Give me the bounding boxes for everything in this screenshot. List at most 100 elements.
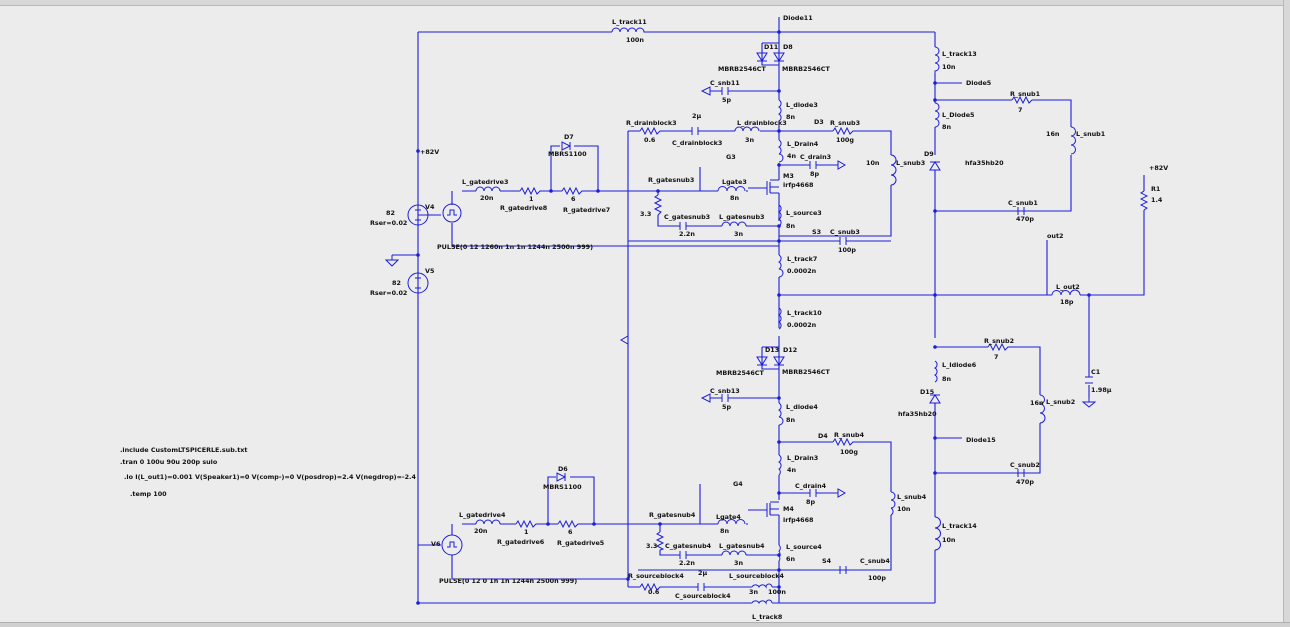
capacitor-C1[interactable] — [1085, 376, 1093, 384]
label: MBRB2546CT — [782, 368, 830, 376]
inductor-L_track13[interactable] — [934, 46, 940, 73]
label: hfa35hb20 — [965, 159, 1004, 167]
inductor-L_gatedrive4[interactable] — [475, 519, 501, 525]
inductor-L_out2[interactable] — [1051, 289, 1081, 296]
ground-icon — [384, 255, 400, 267]
inductor-L_track8[interactable] — [751, 599, 773, 605]
diode-D7[interactable] — [561, 141, 572, 151]
label: MBRB2546CT — [782, 65, 830, 73]
resistor-R_gatedrive5[interactable] — [557, 519, 582, 529]
label: MBRB2546CT — [716, 369, 764, 377]
mosfet-M4[interactable] — [766, 501, 779, 517]
label: 8n — [786, 222, 795, 230]
label: R_drainblock3 — [626, 119, 677, 127]
capacitor-C_drain4[interactable] — [809, 489, 817, 497]
diode-D11[interactable] — [756, 52, 768, 62]
label: 8n — [942, 375, 951, 383]
inductor-L_Idiode6[interactable] — [933, 360, 938, 383]
source-V4[interactable] — [407, 204, 429, 226]
diode-D15[interactable] — [929, 394, 941, 404]
label: 20n — [474, 527, 488, 535]
label: C_drain3 — [800, 153, 831, 161]
capacitor-C_snub2[interactable] — [1017, 469, 1025, 477]
inductor-L_Drain3[interactable] — [777, 454, 782, 476]
wires — [392, 17, 1145, 604]
capacitor-C_snub4[interactable] — [839, 566, 847, 574]
inductor-L_gatedrive3[interactable] — [475, 186, 501, 192]
inductor-L_Drain4[interactable] — [777, 139, 784, 163]
resistor-R_drainblock3[interactable] — [639, 126, 662, 136]
label: 6n — [786, 555, 795, 563]
diode-D6[interactable] — [556, 472, 567, 482]
inductor-L_sourceblock4[interactable] — [751, 583, 773, 589]
inductor-L_gatesnub3[interactable] — [721, 221, 747, 227]
label: V6 — [431, 540, 441, 548]
inductor-Lgate3[interactable] — [717, 186, 746, 192]
inductor-L_gatesnub4[interactable] — [721, 550, 747, 556]
resistor-R_gatesnub3[interactable] — [653, 194, 663, 216]
diode-D12[interactable] — [773, 356, 785, 366]
inductor-L_diode3[interactable] — [777, 99, 782, 123]
schematic-canvas[interactable]: L_track11 100n Diode11 D11 D8 MBRB2546CT… — [0, 5, 1284, 627]
resistor-R_sourceblock4[interactable] — [639, 582, 662, 592]
inductor-L_Diode5[interactable] — [934, 102, 940, 128]
label: D8 — [783, 43, 793, 51]
label: G3 — [726, 153, 736, 161]
mosfet-M3[interactable] — [766, 179, 779, 195]
spice-directives[interactable]: .include CustomLTSPICERLE.sub.txt .tran … — [120, 446, 416, 498]
resistor-R_snub3[interactable] — [832, 126, 855, 136]
inductor-L_track14[interactable] — [934, 516, 941, 551]
resistor-R1[interactable] — [1139, 190, 1149, 211]
inductor-L_track11[interactable] — [611, 27, 650, 33]
inductor-L_source4[interactable] — [778, 544, 781, 562]
source-V6[interactable] — [441, 534, 463, 556]
label: 20n — [480, 194, 494, 202]
resistor-R_gatedrive6[interactable] — [515, 519, 540, 529]
resistor-R_gatedrive8[interactable] — [519, 186, 544, 196]
source-V4-pulse[interactable] — [442, 203, 462, 223]
inductor-L_snub2[interactable] — [1039, 394, 1046, 424]
inductor-L_source3[interactable] — [777, 204, 782, 227]
label: MBRS1100 — [543, 483, 582, 491]
inductor-L_track10[interactable] — [777, 307, 782, 330]
resistor-R_gatedrive7[interactable] — [561, 186, 586, 196]
capacitor-C_drainblock3[interactable] — [691, 127, 699, 135]
capacitor-C_sourceblock4[interactable] — [697, 583, 705, 591]
label: 3n — [745, 136, 754, 144]
capacitor-C_gatesnub3[interactable] — [679, 222, 687, 230]
label: L_sourceblock4 — [729, 572, 784, 580]
inductor-L_drainblock3[interactable] — [734, 126, 760, 132]
capacitor-C_snub1[interactable] — [1017, 207, 1025, 215]
capacitor-C_drain3[interactable] — [809, 161, 817, 169]
inductor-Lgate4[interactable] — [717, 519, 746, 525]
label: 4n — [787, 466, 796, 474]
inductor-L_snub3[interactable] — [890, 154, 897, 186]
inductor-L_track7[interactable] — [777, 254, 784, 278]
label: irfp4668 — [783, 181, 814, 189]
label: 18p — [1060, 298, 1074, 306]
diode-D8[interactable] — [773, 52, 785, 62]
ground-icon — [619, 335, 629, 345]
inductor-L_diode4[interactable] — [777, 402, 784, 426]
diode-D9[interactable] — [929, 161, 941, 171]
capacitor-C_snub3[interactable] — [839, 237, 847, 245]
label: 8p — [806, 498, 815, 506]
label: V5 — [425, 267, 434, 275]
diode-D13[interactable] — [756, 356, 768, 366]
window-scrollbar[interactable] — [1283, 0, 1290, 627]
source-V5[interactable] — [407, 272, 429, 294]
capacitor-C_snb13[interactable] — [721, 394, 729, 402]
resistor-R_snub4[interactable] — [832, 437, 855, 447]
label: L_snub1 — [1076, 130, 1105, 138]
label: irfp4668 — [783, 516, 814, 524]
inductor-L_snub1[interactable] — [1070, 126, 1076, 155]
capacitor-C_gatesnub4[interactable] — [679, 551, 687, 559]
label: 100p — [868, 574, 886, 582]
resistor-R_snub1[interactable] — [1011, 95, 1033, 105]
resistor-R_snub2[interactable] — [987, 342, 1010, 352]
inductor-L_snub4[interactable] — [889, 491, 896, 516]
capacitor-C_snb11[interactable] — [721, 87, 729, 95]
resistor-R_gatesnub4[interactable] — [655, 531, 665, 551]
label: L_drainblock3 — [737, 119, 787, 127]
label: 0.0002n — [787, 321, 817, 329]
